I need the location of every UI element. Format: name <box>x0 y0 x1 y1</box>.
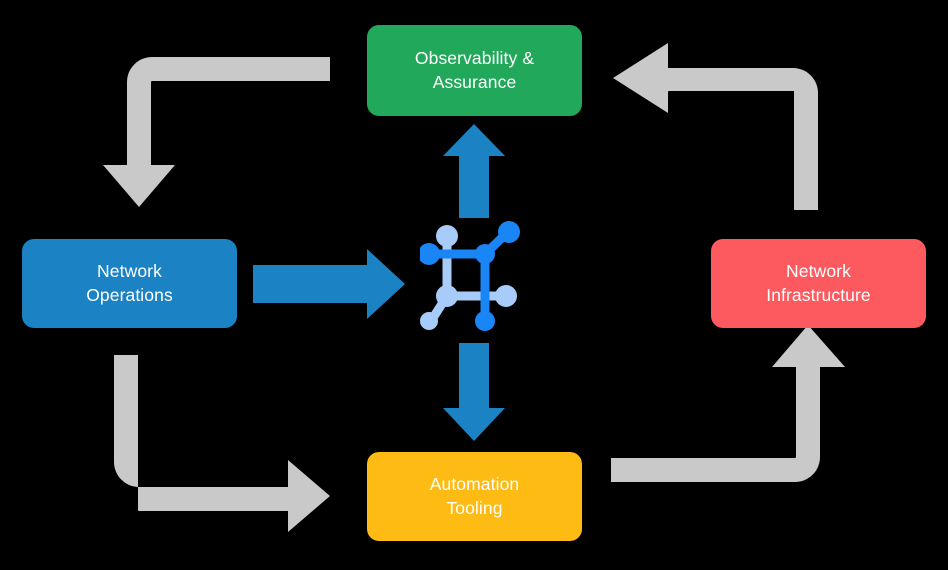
connector-observability-to-operations <box>103 57 330 207</box>
connector-center-to-automation <box>443 343 505 441</box>
node-network-operations[interactable]: Network Operations <box>22 239 237 328</box>
connector-infrastructure-to-observability <box>613 43 818 210</box>
node-observability-label: Observability & Assurance <box>414 48 535 92</box>
node-network-infrastructure[interactable]: Network Infrastructure <box>711 239 926 328</box>
connector-operations-to-center <box>253 249 405 319</box>
network-topology-svg <box>420 221 520 331</box>
node-automation-tooling[interactable]: Automation Tooling <box>367 452 582 541</box>
network-nodes-light <box>420 225 517 330</box>
connector-automation-to-infrastructure <box>611 325 845 482</box>
network-nodes-dark <box>420 221 520 331</box>
network-topology-icon <box>420 220 530 332</box>
connector-operations-to-automation <box>114 355 330 532</box>
connector-center-to-observability <box>443 124 505 218</box>
node-operations-label: Network Operations <box>86 261 173 305</box>
node-automation-label: Automation Tooling <box>429 474 520 518</box>
node-infrastructure-label: Network Infrastructure <box>766 261 871 305</box>
node-observability-assurance[interactable]: Observability & Assurance <box>367 25 582 116</box>
